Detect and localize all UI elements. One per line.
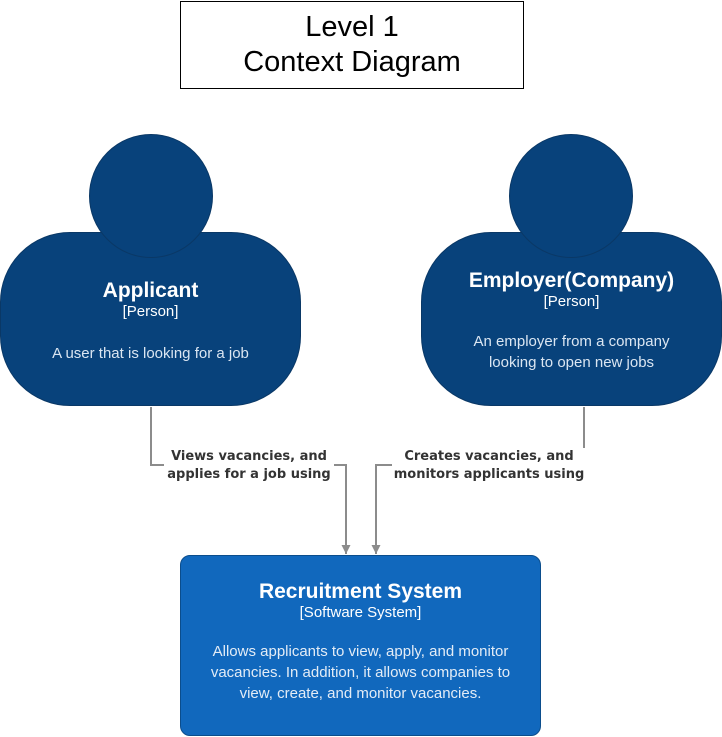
title-line-1: Level 1: [305, 11, 399, 43]
diagram-title: Level 1 Context Diagram: [180, 1, 524, 89]
edge-label-employer-line-1: Creates vacancies, and: [404, 449, 574, 464]
edge-label-employer: Creates vacancies, and monitors applican…: [392, 448, 586, 484]
system-description-line-3: view, create, and monitor vacancies.: [239, 685, 482, 702]
system-description-line-1: Allows applicants to view, apply, and mo…: [212, 643, 509, 660]
employer-head: [509, 134, 633, 258]
edge-label-applicant-line-1: Views vacancies, and: [171, 449, 327, 464]
recruitment-system-node[interactable]: Recruitment System [Software System] All…: [180, 555, 541, 736]
edge-label-employer-line-2: monitors applicants using: [393, 467, 585, 482]
edge-label-applicant-line-2: applies for a job using: [167, 467, 331, 482]
applicant-name: Applicant: [102, 279, 199, 302]
applicant-head: [89, 134, 213, 258]
applicant-description: A user that is looking for a job: [52, 345, 249, 362]
employer-node[interactable]: Employer(Company) [Person] An employer f…: [421, 232, 722, 406]
title-line-2: Context Diagram: [243, 46, 461, 78]
employer-description-line-1: An employer from a company: [473, 333, 670, 350]
employer-description-line-2: looking to open new jobs: [488, 354, 655, 371]
applicant-node[interactable]: Applicant [Person] A user that is lookin…: [0, 232, 301, 406]
employer-stereotype: [Person]: [543, 293, 600, 310]
system-stereotype: [Software System]: [299, 604, 422, 621]
system-description-line-2: vacancies. In addition, it allows compan…: [210, 664, 511, 681]
edge-label-applicant: Views vacancies, and applies for a job u…: [164, 448, 334, 484]
applicant-stereotype: [Person]: [122, 303, 179, 320]
system-name: Recruitment System: [258, 580, 463, 603]
employer-name: Employer(Company): [468, 269, 675, 292]
